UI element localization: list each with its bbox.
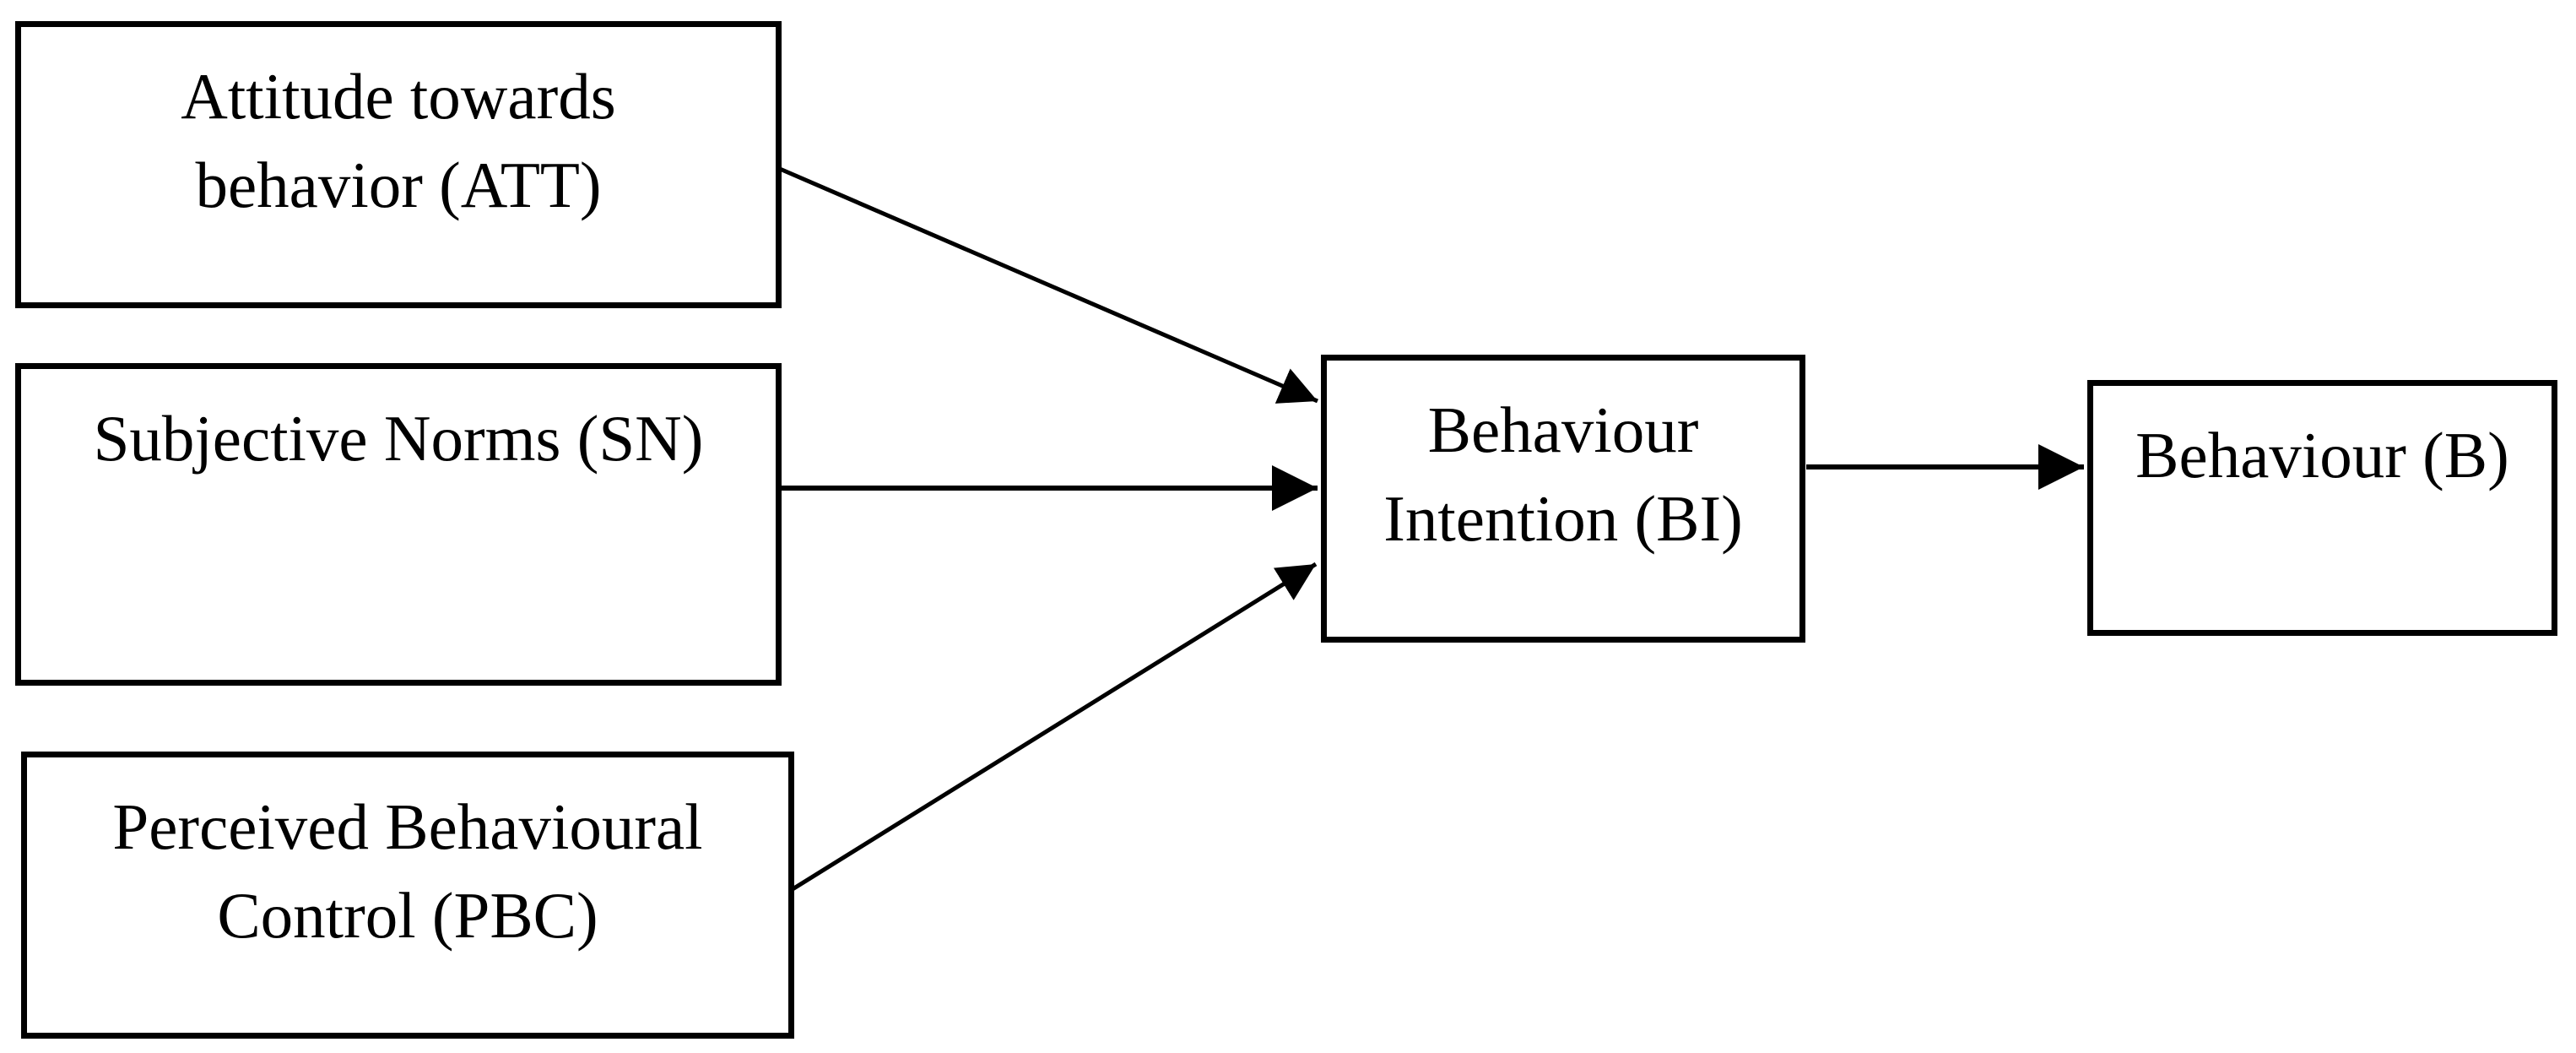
node-behaviour-intention: Behaviour Intention (BI) xyxy=(1321,355,1805,643)
node-subjective-norms-label: Subjective Norms (SN) xyxy=(93,402,704,475)
arrow-pbc-to-bi xyxy=(791,562,1318,892)
node-attitude-label-line2: behavior (ATT) xyxy=(195,149,602,221)
node-pbc-label-line1: Perceived Behavioural xyxy=(112,790,703,863)
node-attitude-label-line1: Attitude towards xyxy=(181,60,616,133)
node-attitude-towards-behavior: Attitude towards behavior (ATT) xyxy=(15,21,782,308)
node-behaviour: Behaviour (B) xyxy=(2087,380,2557,636)
node-behaviour-label: Behaviour (B) xyxy=(2135,419,2509,491)
node-bi-label-line1: Behaviour xyxy=(1427,394,1699,466)
node-perceived-behavioural-control: Perceived Behavioural Control (PBC) xyxy=(21,752,794,1039)
arrow-att-to-bi xyxy=(779,166,1318,404)
node-pbc-label-line2: Control (PBC) xyxy=(217,879,598,952)
node-bi-label-line2: Intention (BI) xyxy=(1383,482,1743,555)
node-subjective-norms: Subjective Norms (SN) xyxy=(15,363,782,686)
